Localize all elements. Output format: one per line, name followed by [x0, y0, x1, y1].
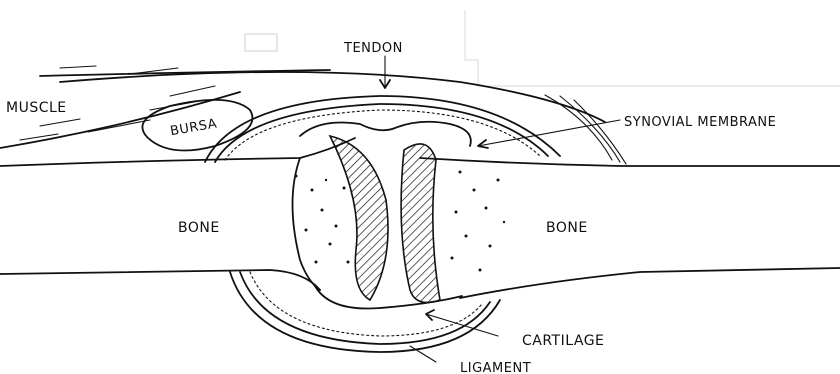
- label-tendon: TENDON: [343, 41, 403, 56]
- label-cartilage: CARTILAGE: [522, 333, 604, 349]
- label-bursa: BURSA: [169, 116, 218, 139]
- label-synovial-membrane: SYNOVIAL MEMBRANE: [624, 115, 776, 130]
- cartilage-arrow: [426, 310, 498, 336]
- label-ligament: LIGAMENT: [460, 361, 531, 374]
- cartilage-left: [330, 136, 388, 300]
- label-bone-left: BONE: [178, 220, 220, 236]
- label-muscle: MUSCLE: [6, 100, 67, 116]
- bone-texture: [295, 171, 506, 272]
- tendon: [40, 70, 626, 164]
- scan-artifact-box: [245, 34, 277, 51]
- scan-artifact-frame: [465, 10, 840, 86]
- cartilage-right: [401, 144, 440, 303]
- tendon-arrow: [380, 56, 390, 88]
- bone-right: [420, 158, 840, 298]
- label-bone-right: BONE: [546, 220, 588, 236]
- bone-left: [0, 138, 355, 290]
